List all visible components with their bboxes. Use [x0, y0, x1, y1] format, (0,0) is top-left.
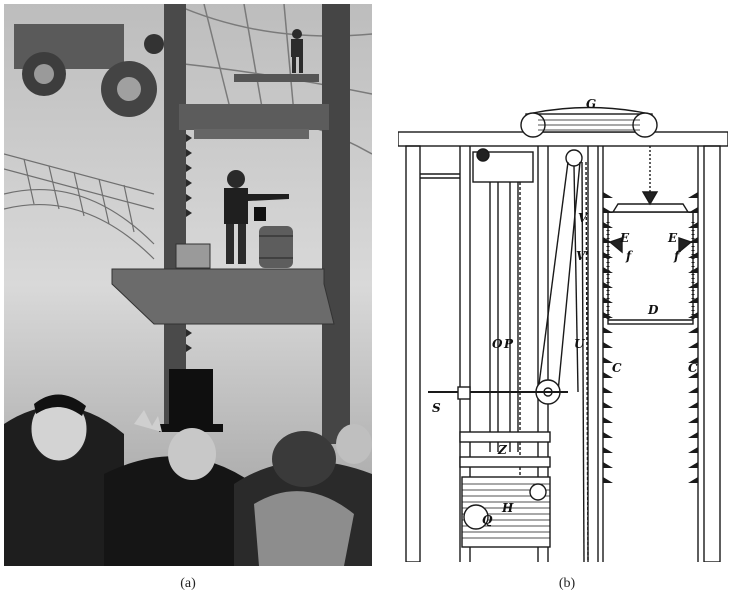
label-e-right: E — [667, 231, 678, 245]
top-pulley-g — [520, 106, 658, 138]
label-c-right: C — [688, 361, 698, 375]
tower-beam-left — [164, 4, 186, 424]
hoist-frame — [194, 129, 309, 139]
elevator-platform — [111, 268, 335, 325]
worker-figure — [291, 29, 303, 73]
iron-truss — [4, 153, 155, 260]
caption-a: (a) — [180, 576, 196, 591]
label-q: Q — [482, 513, 493, 527]
upper-platform — [234, 74, 319, 82]
label-c-left: C — [612, 361, 622, 375]
label-o: O — [492, 337, 503, 351]
label-f-left: f — [625, 249, 633, 263]
presenter-figure — [224, 170, 289, 264]
caption-b: (b) — [558, 576, 576, 591]
barrel — [259, 226, 293, 268]
label-v-prime: V' — [576, 249, 589, 263]
gear-mechanism — [14, 24, 164, 117]
frame-post-left — [405, 145, 421, 562]
tower-beam-right — [322, 4, 350, 444]
label-p: P — [503, 337, 514, 351]
ratchet-teeth — [186, 134, 192, 352]
top-hat — [169, 369, 213, 429]
upper-crossbeam — [179, 104, 329, 130]
label-e-left: E — [619, 231, 630, 245]
label-v: V — [578, 211, 589, 225]
crate — [175, 243, 211, 269]
label-h: H — [501, 501, 514, 515]
label-s: S — [432, 401, 441, 415]
elevator-demonstration-illustration — [4, 4, 372, 566]
spectator-crowd — [4, 369, 372, 566]
frame-post-right — [703, 145, 721, 562]
top-beam — [398, 131, 728, 147]
elevator-patent-diagram: G V V' E E f f D O P U C C S Z H Q — [398, 97, 728, 562]
label-d: D — [647, 303, 659, 317]
label-u: U — [574, 337, 586, 351]
label-f-right: f — [673, 249, 681, 263]
label-z: Z — [497, 443, 508, 457]
label-g: G — [586, 97, 596, 111]
